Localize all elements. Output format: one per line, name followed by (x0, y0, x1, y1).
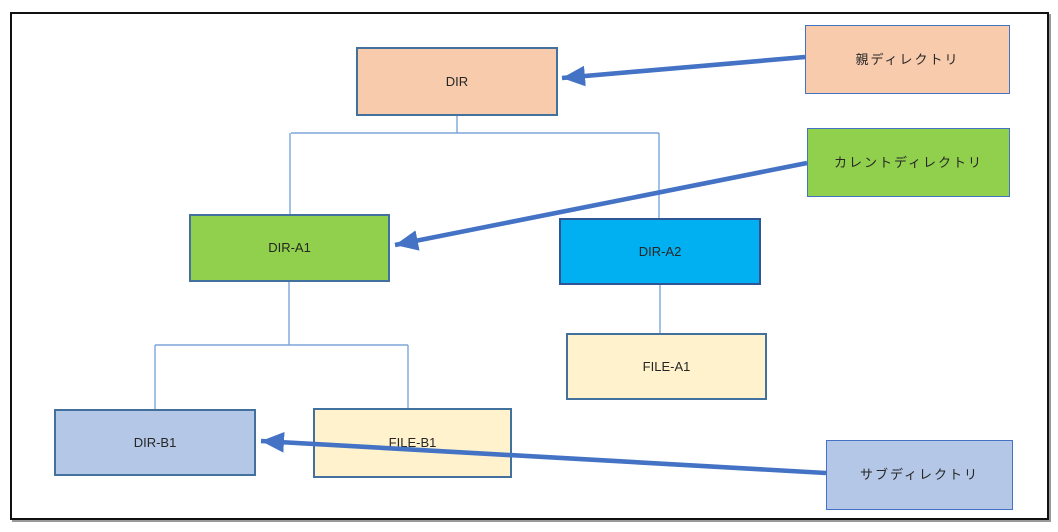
node-dir-a1-label: DIR-A1 (268, 240, 311, 256)
annotation-sub-directory: サブディレクトリ (826, 440, 1013, 510)
node-dir-b1-label: DIR-B1 (133, 434, 177, 450)
diagram-border (10, 12, 1049, 520)
annotation-parent-directory-label: 親ディレクトリ (855, 51, 960, 67)
node-file-b1: FILE-B1 (313, 408, 512, 478)
node-dir-a1: DIR-A1 (189, 214, 390, 282)
node-dir-b1: DIR-B1 (54, 409, 256, 476)
annotation-sub-directory-label: サブディレクトリ (859, 467, 980, 483)
node-dir: DIR (356, 47, 558, 116)
node-dir-a2-label: DIR-A2 (638, 243, 682, 259)
annotation-current-directory-label: カレントディレクトリ (833, 154, 984, 170)
annotation-parent-directory: 親ディレクトリ (805, 25, 1010, 94)
node-file-a1: FILE-A1 (566, 333, 767, 400)
node-file-a1-label: FILE-A1 (642, 358, 691, 374)
node-file-b1-label: FILE-B1 (388, 435, 437, 451)
annotation-current-directory: カレントディレクトリ (807, 128, 1010, 197)
node-dir-a2: DIR-A2 (559, 218, 761, 285)
node-dir-label: DIR (445, 73, 469, 89)
